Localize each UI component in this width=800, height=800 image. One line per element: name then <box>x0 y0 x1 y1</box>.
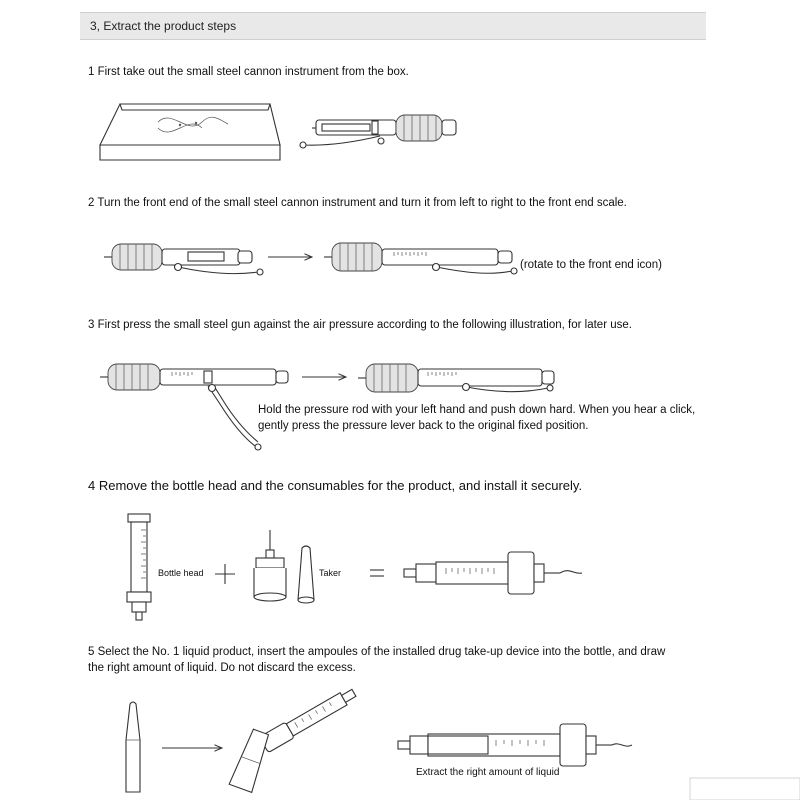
taker-icon <box>253 530 287 602</box>
step-4-text: 4 Remove the bottle head and the consuma… <box>88 478 583 493</box>
bottle-head-icon <box>126 513 152 621</box>
step-2-note: (rotate to the front end icon) <box>520 259 662 271</box>
syringe-icon <box>246 688 357 756</box>
section-title: 3, Extract the product steps <box>90 19 237 33</box>
injector-pen-icon <box>104 243 264 276</box>
plus-icon <box>215 564 235 584</box>
syringe-icon <box>397 723 633 767</box>
ampoule-icon <box>125 701 141 793</box>
syringe-icon <box>403 551 583 595</box>
step-5-caption: Extract the right amount of liquid <box>416 767 560 778</box>
ampoule-icon <box>228 728 270 794</box>
step-5-text-line1: 5 Select the No. 1 liquid product, inser… <box>88 646 666 658</box>
injector-pen-icon <box>299 114 457 149</box>
step-3-text: 3 First press the small steel gun agains… <box>88 319 632 331</box>
equals-icon <box>370 569 384 577</box>
step-1-text: 1 First take out the small steel cannon … <box>88 66 409 78</box>
injector-pen-icon <box>100 363 289 451</box>
bottle-head-label: Bottle head <box>158 568 204 578</box>
taker-label: Taker <box>319 568 342 578</box>
injector-pen-icon <box>358 363 555 393</box>
step-5-text-line2: the right amount of liquid. Do not disca… <box>88 662 356 674</box>
injector-pen-icon <box>324 242 518 275</box>
corner-mark <box>689 777 800 800</box>
section-header: 3, Extract the product steps <box>80 12 706 40</box>
taker-icon <box>297 545 315 604</box>
step-3-note-line2: gently press the pressure lever back to … <box>258 420 589 432</box>
instrument-box-icon <box>99 103 281 161</box>
step-3-note-line1: Hold the pressure rod with your left han… <box>258 404 696 416</box>
step-2-text: 2 Turn the front end of the small steel … <box>88 197 627 209</box>
